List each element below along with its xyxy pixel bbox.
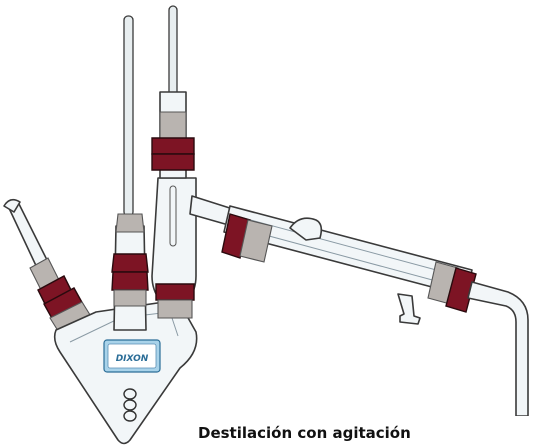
dixon-logo: DIXON	[103, 339, 161, 373]
center-neck	[111, 15, 149, 331]
left-inlet-adapter	[29, 257, 93, 335]
logo-text: DIXON	[116, 354, 149, 364]
condenser	[221, 205, 477, 325]
receiving-adapter	[467, 281, 533, 448]
distillation-head	[151, 5, 197, 319]
figure-caption: Destilación con agitación	[198, 424, 411, 442]
stirring-bar	[123, 388, 137, 422]
